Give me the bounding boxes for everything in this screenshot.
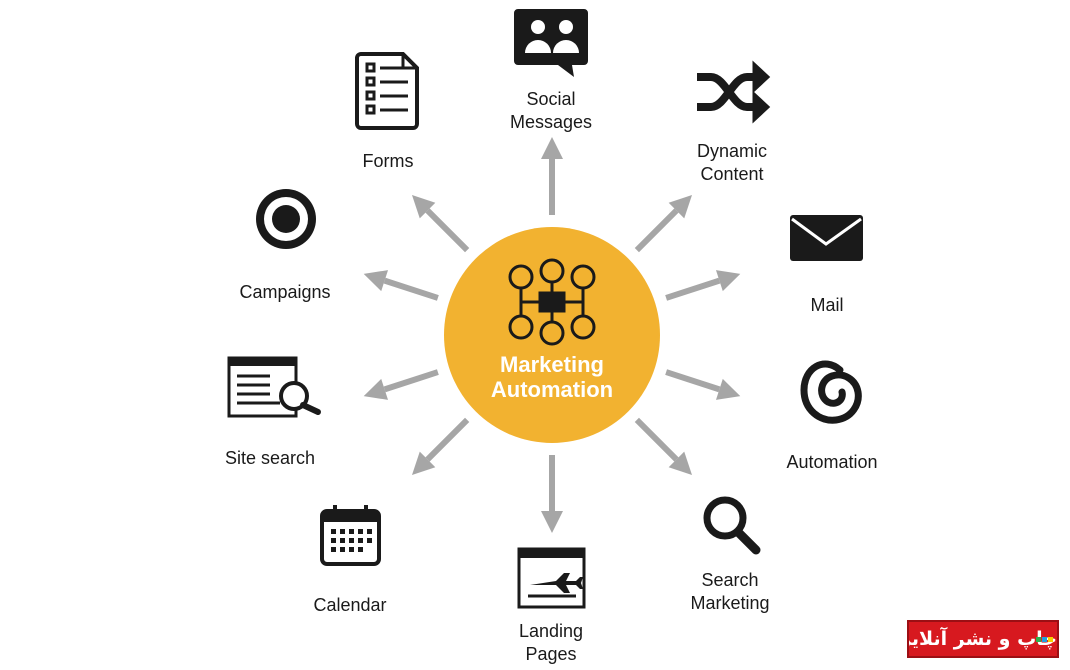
arrow-calendar <box>411 417 470 476</box>
label-social-messages: Social Messages <box>509 89 593 132</box>
label-site-search: Site search <box>224 448 316 468</box>
chat-bubble-users-icon <box>514 9 588 77</box>
label-automation: Automation <box>786 452 878 472</box>
arrow-search-marketing <box>634 417 693 476</box>
label-campaigns: Campaigns <box>239 282 331 302</box>
arrow-landing-pages <box>541 455 563 533</box>
calendar-icon <box>320 505 381 566</box>
browser-search-icon <box>227 356 321 418</box>
browser-airplane-icon <box>517 547 586 609</box>
label-dynamic-content: Dynamic Content <box>696 141 768 184</box>
label-calendar: Calendar <box>313 595 387 615</box>
arrow-automation <box>665 369 741 400</box>
hub-circle <box>444 227 660 443</box>
shuffle-icon <box>697 60 771 124</box>
label-search-marketing: Search Marketing <box>690 570 770 613</box>
target-icon <box>256 189 316 249</box>
label-forms: Forms <box>362 151 414 171</box>
watermark-logo: چاپ و نشر آنلاین <box>907 620 1059 658</box>
watermark-text: چاپ و نشر آنلاین <box>907 628 1057 650</box>
arrow-site-search <box>363 369 439 400</box>
arrow-mail <box>665 270 741 301</box>
hub-title: Marketing Automation <box>490 352 614 402</box>
workflow-icon <box>508 258 596 346</box>
label-landing-pages: Landing Pages <box>518 621 584 664</box>
label-mail: Mail <box>810 295 844 315</box>
spoke-arrows <box>363 137 741 533</box>
checklist-form-icon <box>355 52 419 130</box>
arrow-campaigns <box>363 270 439 301</box>
arrow-social-messages <box>541 137 563 215</box>
spiral-icon <box>800 360 862 424</box>
hub <box>444 227 660 443</box>
magnifier-icon <box>703 496 761 555</box>
watermark-dots <box>1035 622 1053 653</box>
envelope-icon <box>790 215 863 261</box>
arrow-forms <box>411 194 470 253</box>
arrow-dynamic-content <box>634 194 693 253</box>
